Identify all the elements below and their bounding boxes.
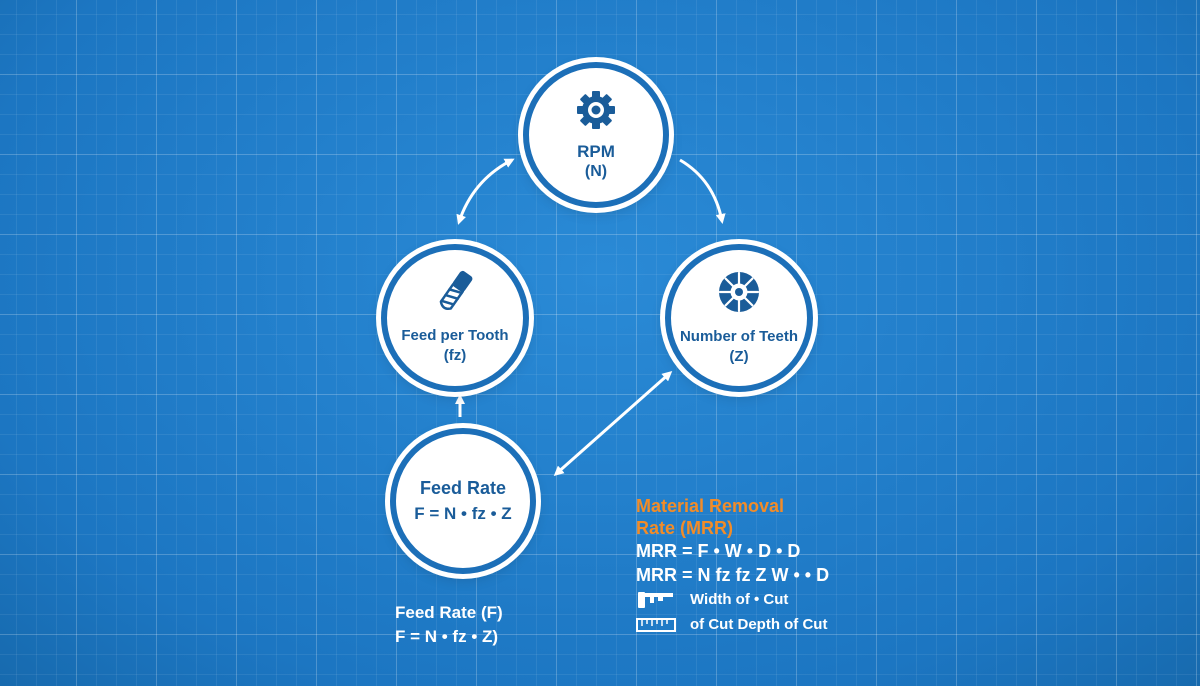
feed-per-tooth-label: Feed per Tooth xyxy=(401,327,509,344)
legend-width-of-cut: Width of • Cut xyxy=(636,588,829,612)
feed-per-tooth-symbol: (fz) xyxy=(443,347,467,364)
end-mill-icon xyxy=(439,270,473,311)
arrow-rpm-feed-per-tooth xyxy=(456,158,515,225)
mrr-title-line1: Material Removal xyxy=(636,496,785,516)
number-of-teeth-node: Number of Teeth (Z) xyxy=(665,244,813,392)
feed-per-tooth-node: Feed per Tooth (fz) xyxy=(381,244,529,392)
cutter-icon xyxy=(718,271,760,313)
rpm-node: RPM (N) xyxy=(523,62,669,208)
feed-rate-formula: F = N • fz • Z xyxy=(414,504,512,523)
arrow-feed-rate-number-of-teeth xyxy=(553,371,673,476)
feed-rate-caption-formula: F = N • fz • Z) xyxy=(395,627,499,646)
number-of-teeth-symbol: (Z) xyxy=(729,348,749,365)
mrr-panel: Material Removal Rate (MRR) MRR = F • W … xyxy=(636,495,829,637)
arrow-rpm-number-of-teeth xyxy=(679,158,726,224)
feed-rate-node: Feed Rate F = N • fz • Z xyxy=(390,428,536,574)
mrr-formula-1: MRR = F • W • D • D xyxy=(636,541,801,561)
gear-icon xyxy=(577,91,615,129)
feed-rate-label: Feed Rate xyxy=(419,478,507,498)
mrr-title-line2: Rate (MRR) xyxy=(636,518,733,538)
feed-rate-caption-title: Feed Rate (F) xyxy=(395,603,503,622)
mrr-formula-2: MRR = N fz fz Z W • • D xyxy=(636,565,830,585)
number-of-teeth-label: Number of Teeth xyxy=(679,328,799,345)
feed-rate-caption: Feed Rate (F) F = N • fz • Z) xyxy=(395,601,503,649)
legend-depth-of-cut: of Cut Depth of Cut xyxy=(636,613,829,637)
rpm-label: RPM xyxy=(577,142,615,161)
caliper-icon xyxy=(638,592,673,608)
legend-width-of-cut-text: Width of • Cut xyxy=(690,591,789,608)
legend-depth-of-cut-text: of Cut Depth of Cut xyxy=(690,616,828,633)
rpm-symbol: (N) xyxy=(584,163,608,180)
ruler-icon xyxy=(636,618,676,632)
